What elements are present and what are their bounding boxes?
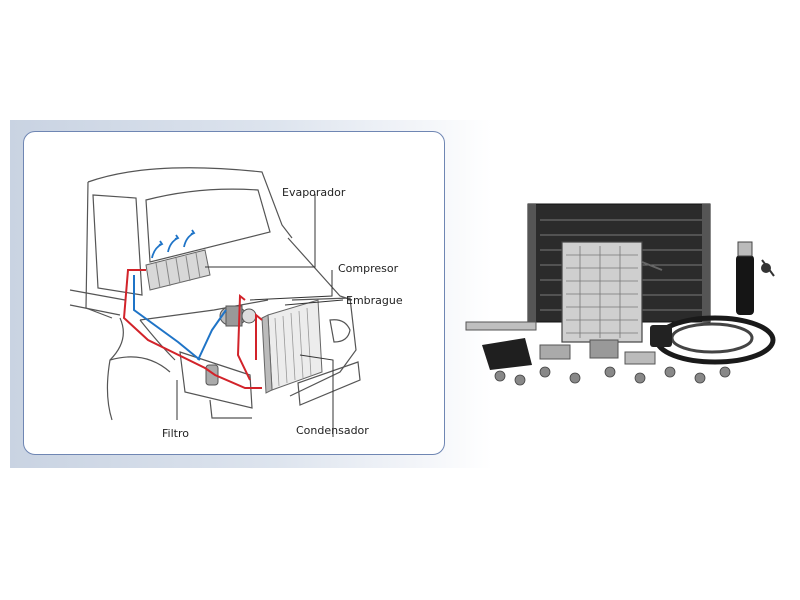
label-compresor: Compresor xyxy=(338,262,399,275)
receiver-drier xyxy=(736,241,775,315)
label-evaporador: Evaporador xyxy=(282,186,346,199)
condensador-unit xyxy=(261,299,323,394)
refrigerant-lines xyxy=(122,269,263,389)
label-condensador: Condensador xyxy=(296,424,369,437)
fittings-and-brackets xyxy=(465,321,731,386)
callout-lines xyxy=(176,194,344,437)
evaporator-core xyxy=(561,241,663,343)
label-filtro: Filtro xyxy=(162,427,189,440)
cold-air-arrows xyxy=(151,229,196,259)
hoses xyxy=(654,315,776,365)
diagram-panel xyxy=(23,131,445,455)
truck-cab-outline xyxy=(69,167,361,421)
label-embrague: Embrague xyxy=(346,294,403,307)
evaporador-unit xyxy=(145,229,211,291)
